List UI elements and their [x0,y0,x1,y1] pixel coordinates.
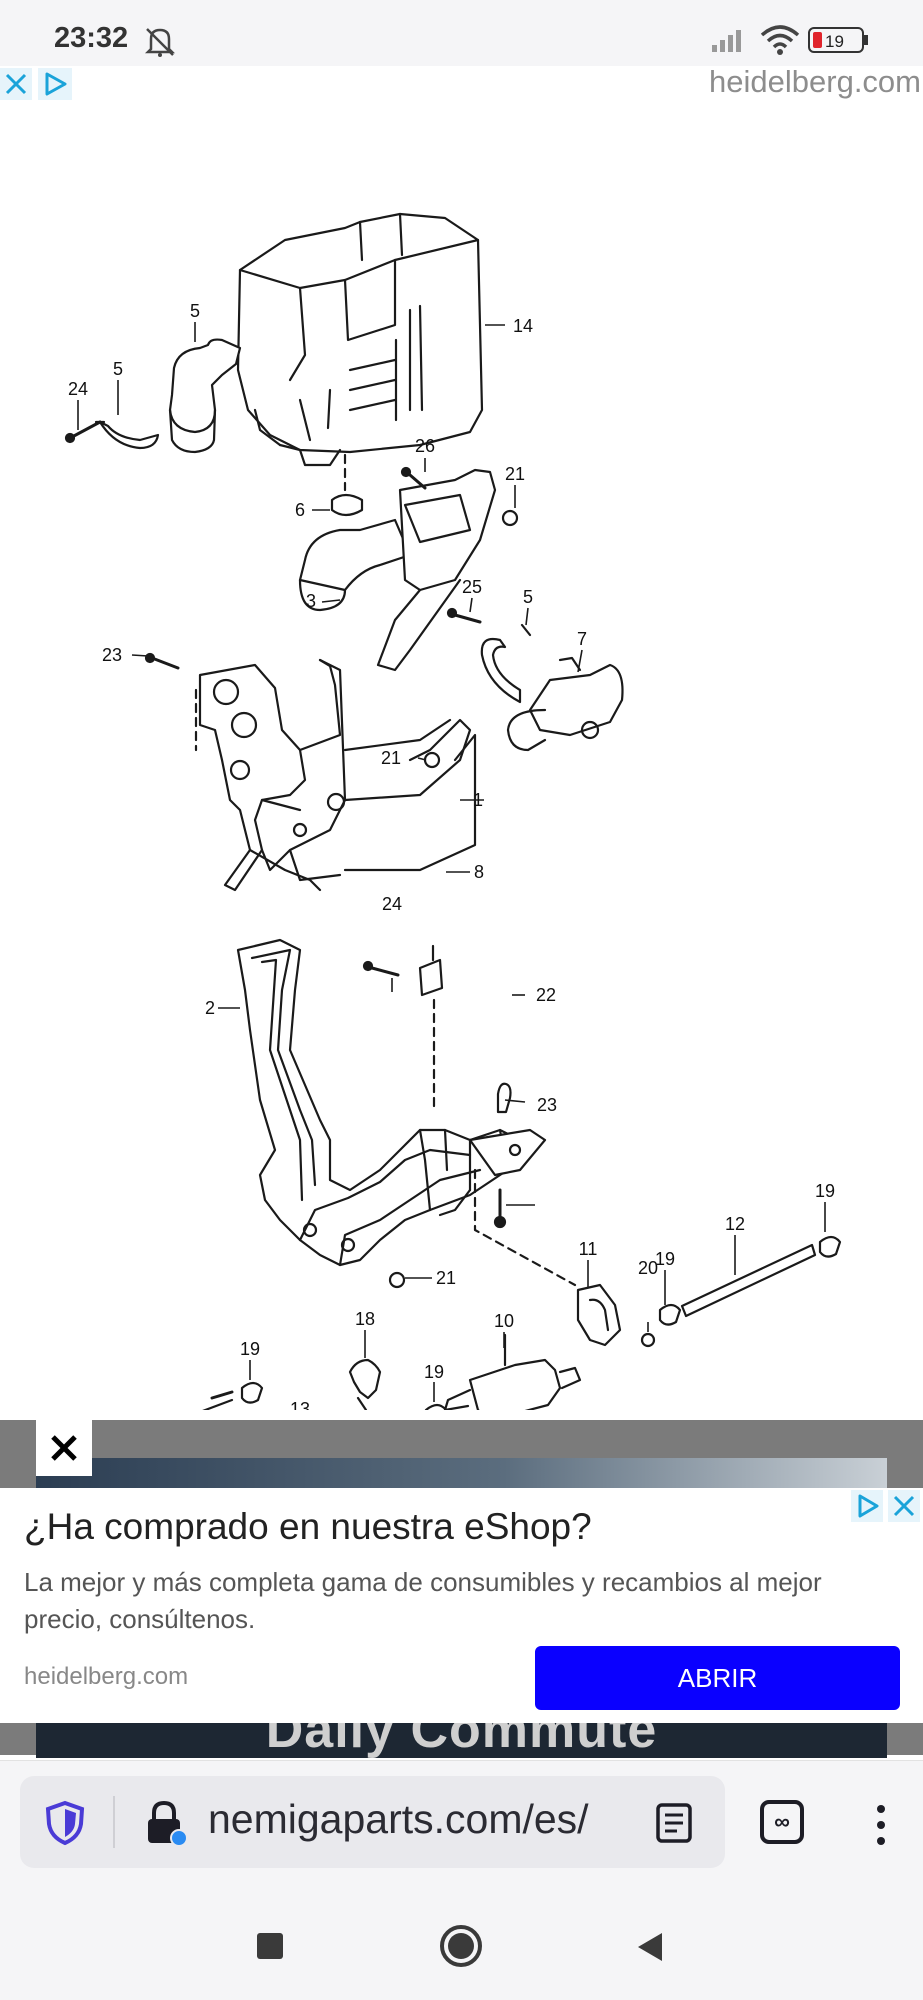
status-bar: 23:32 19 [0,0,923,66]
status-time: 23:32 [54,22,129,54]
callout-21: 21 [505,464,525,484]
ad-close-icon[interactable] [0,68,32,100]
lock-icon[interactable] [143,1800,189,1851]
callout-26: 26 [415,436,435,456]
reader-view-icon[interactable] [655,1802,693,1849]
overflow-menu-icon[interactable] [866,1800,896,1850]
close-icon [51,1435,77,1461]
callout-24: 23 [102,645,122,665]
battery-icon: 19 [808,27,870,58]
top-ad-domain[interactable]: heidelberg.com [709,64,921,99]
callout-1: 1 [473,790,483,810]
url-bar-divider [113,1796,115,1848]
ad-description: La mejor y más completa gama de consumib… [24,1567,822,1634]
callout-12: 12 [725,1214,745,1234]
parts-diagram: 5 5 24 14 26 21 6 3 25 5 7 23 21 1 8 24 … [0,110,923,1472]
callout-13: 13 [290,1399,310,1410]
callout-18: 18 [355,1309,375,1329]
callout-20: 20 [638,1258,658,1278]
wifi-icon [760,25,800,60]
callout-19: 19 [240,1339,260,1359]
ad-domain[interactable]: heidelberg.com [24,1663,189,1690]
tabs-button[interactable]: ∞ [760,1800,804,1844]
callout-10: 10 [494,1311,514,1331]
callout-6: 6 [295,500,305,520]
shield-icon[interactable] [44,1800,86,1851]
callout-25: 24 [68,379,88,399]
callout-4: 5 [190,301,200,321]
callout-14: 14 [513,316,533,336]
ad-open-button[interactable]: ABRIR [535,1646,900,1710]
url-bar[interactable] [20,1776,725,1868]
callout-3: 3 [306,591,316,611]
top-ad-strip [0,66,923,106]
battery-level: 19 [825,32,844,51]
close-video-ad-button[interactable] [36,1420,92,1476]
recents-icon[interactable] [257,1933,283,1959]
callout-22: 22 [536,985,556,1005]
url-text[interactable]: nemigaparts.com/es/ [208,1796,589,1842]
signal-icon [712,28,748,57]
adchoices-icon[interactable] [38,68,72,100]
callout-8: 8 [474,862,484,882]
adchoices-icon[interactable] [851,1490,883,1522]
ad-close-icon[interactable] [888,1490,920,1522]
callout-25: 25 [462,577,482,597]
mute-bell-icon [143,25,177,62]
callout-2: 2 [205,998,215,1018]
home-icon[interactable] [438,1923,484,1974]
callout-24: 24 [382,894,402,914]
callout-19: 19 [424,1362,444,1382]
parts-diagram-drawing: 5 5 24 14 26 21 6 3 25 5 7 23 21 1 8 24 … [64,212,842,1472]
callout-5: 5 [523,587,533,607]
callout-23: 23 [537,1095,557,1115]
callout-19: 19 [815,1181,835,1201]
callout-21: 21 [381,748,401,768]
callout-7: 7 [577,629,587,649]
ad-headline[interactable]: ¿Ha comprado en nuestra eShop? [24,1506,592,1547]
callout-5: 5 [113,359,123,379]
callout-11: 11 [579,1239,598,1259]
back-icon[interactable] [634,1930,666,1969]
callout-21: 21 [436,1268,456,1288]
callout-19: 19 [655,1249,675,1269]
